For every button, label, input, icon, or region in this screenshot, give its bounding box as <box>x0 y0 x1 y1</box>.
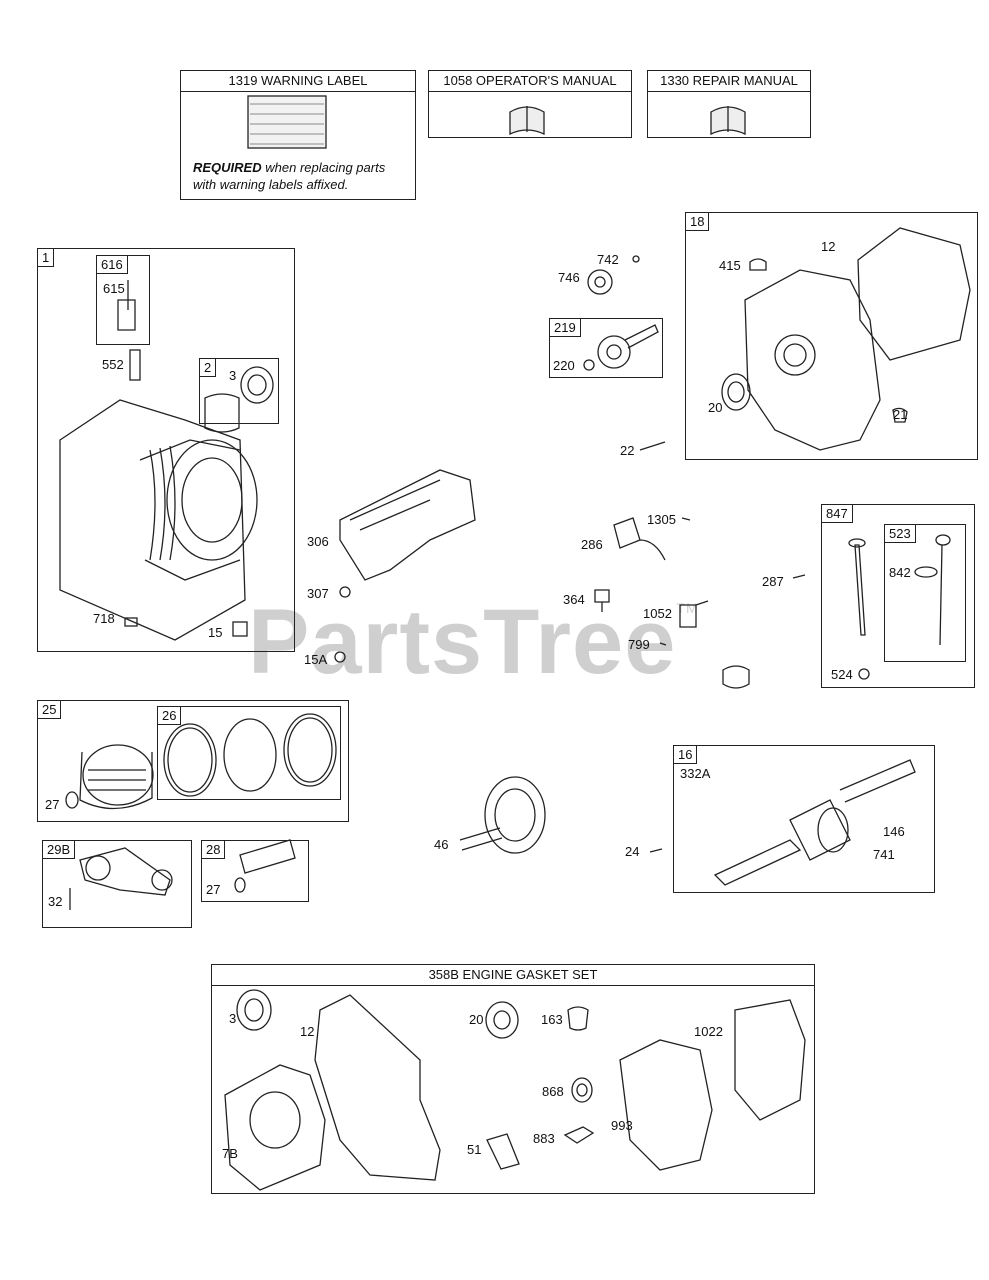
callout-799: 799 <box>628 637 650 652</box>
callout-32: 32 <box>48 894 63 909</box>
group-box-28: 28 <box>201 840 309 902</box>
group-tag: 18 <box>686 213 710 231</box>
callout-3b: 3 <box>229 1011 237 1026</box>
callout-287: 287 <box>762 574 784 589</box>
callout-868: 868 <box>542 1084 564 1099</box>
blower-housing-drawing <box>339 469 476 581</box>
group-box-616: 616 <box>96 255 150 345</box>
gasket-set-title: 358B ENGINE GASKET SET <box>212 965 814 986</box>
operators-manual-box: 1058 OPERATOR'S MANUAL <box>428 70 632 138</box>
callout-741: 741 <box>873 847 895 862</box>
group-tag: 616 <box>97 256 128 274</box>
callout-3: 3 <box>229 368 237 383</box>
callout-163: 163 <box>541 1012 563 1027</box>
callout-220: 220 <box>553 358 575 373</box>
group-box-16: 16 <box>673 745 935 893</box>
group-tag: 2 <box>200 359 217 377</box>
group-tag: 25 <box>38 701 62 719</box>
group-box-1: 1 <box>37 248 295 652</box>
callout-20b: 20 <box>469 1012 484 1027</box>
warning-label-note: REQUIRED when replacing parts with warni… <box>193 160 386 192</box>
group-tag: 847 <box>822 505 853 523</box>
callout-1305: 1305 <box>647 512 676 527</box>
group-tag: 29B <box>43 841 76 859</box>
group-box-29b: 29B <box>42 840 192 928</box>
group-box-25: 25 <box>37 700 349 822</box>
callout-332a: 332A <box>680 766 711 781</box>
callout-24: 24 <box>625 844 640 859</box>
callout-883: 883 <box>533 1131 555 1146</box>
camshaft-drawing <box>459 776 546 854</box>
callout-306: 306 <box>307 534 329 549</box>
callout-746: 746 <box>558 270 580 285</box>
callout-15a: 15A <box>304 652 328 667</box>
callout-27b: 27 <box>206 882 221 897</box>
callout-46: 46 <box>434 837 449 852</box>
repair-manual-box: 1330 REPAIR MANUAL <box>647 70 811 138</box>
callout-742: 742 <box>597 252 619 267</box>
group-box-2: 2 <box>199 358 279 424</box>
warning-label-box: 1319 WARNING LABEL REQUIRED when replaci… <box>180 70 416 200</box>
callout-1052: 1052 <box>643 606 672 621</box>
group-tag: 26 <box>158 707 182 725</box>
group-tag: 16 <box>674 746 698 764</box>
gasket-set-box: 358B ENGINE GASKET SET <box>211 964 815 1194</box>
callout-993: 993 <box>611 1118 633 1133</box>
callout-307: 307 <box>307 586 329 601</box>
warning-label-title: 1319 WARNING LABEL <box>181 71 415 92</box>
callout-286: 286 <box>581 537 603 552</box>
callout-1022: 1022 <box>694 1024 723 1039</box>
group-box-26: 26 <box>157 706 341 800</box>
callout-51: 51 <box>467 1142 482 1157</box>
callout-20: 20 <box>708 400 723 415</box>
callout-7b: 7B <box>222 1146 238 1161</box>
callout-524: 524 <box>831 667 853 682</box>
group-tag: 1 <box>38 249 55 267</box>
group-box-219: 219 <box>549 318 663 378</box>
callout-27: 27 <box>45 797 60 812</box>
callout-842: 842 <box>889 565 911 580</box>
callout-718: 718 <box>93 611 115 626</box>
callout-615: 615 <box>103 281 125 296</box>
callout-146: 146 <box>883 824 905 839</box>
callout-22: 22 <box>620 443 635 458</box>
group-tag: 523 <box>885 525 916 543</box>
group-tag: 219 <box>550 319 581 337</box>
callout-12b: 12 <box>300 1024 315 1039</box>
callout-12: 12 <box>821 239 836 254</box>
repair-manual-title: 1330 REPAIR MANUAL <box>648 71 810 92</box>
group-box-523: 523 <box>884 524 966 662</box>
callout-364: 364 <box>563 592 585 607</box>
group-box-847: 847 <box>821 504 975 688</box>
callout-21: 21 <box>893 407 908 422</box>
operators-manual-title: 1058 OPERATOR'S MANUAL <box>429 71 631 92</box>
group-box-18: 18 <box>685 212 978 460</box>
group-tag: 28 <box>202 841 226 859</box>
callout-552: 552 <box>102 357 124 372</box>
callout-415: 415 <box>719 258 741 273</box>
callout-15: 15 <box>208 625 223 640</box>
